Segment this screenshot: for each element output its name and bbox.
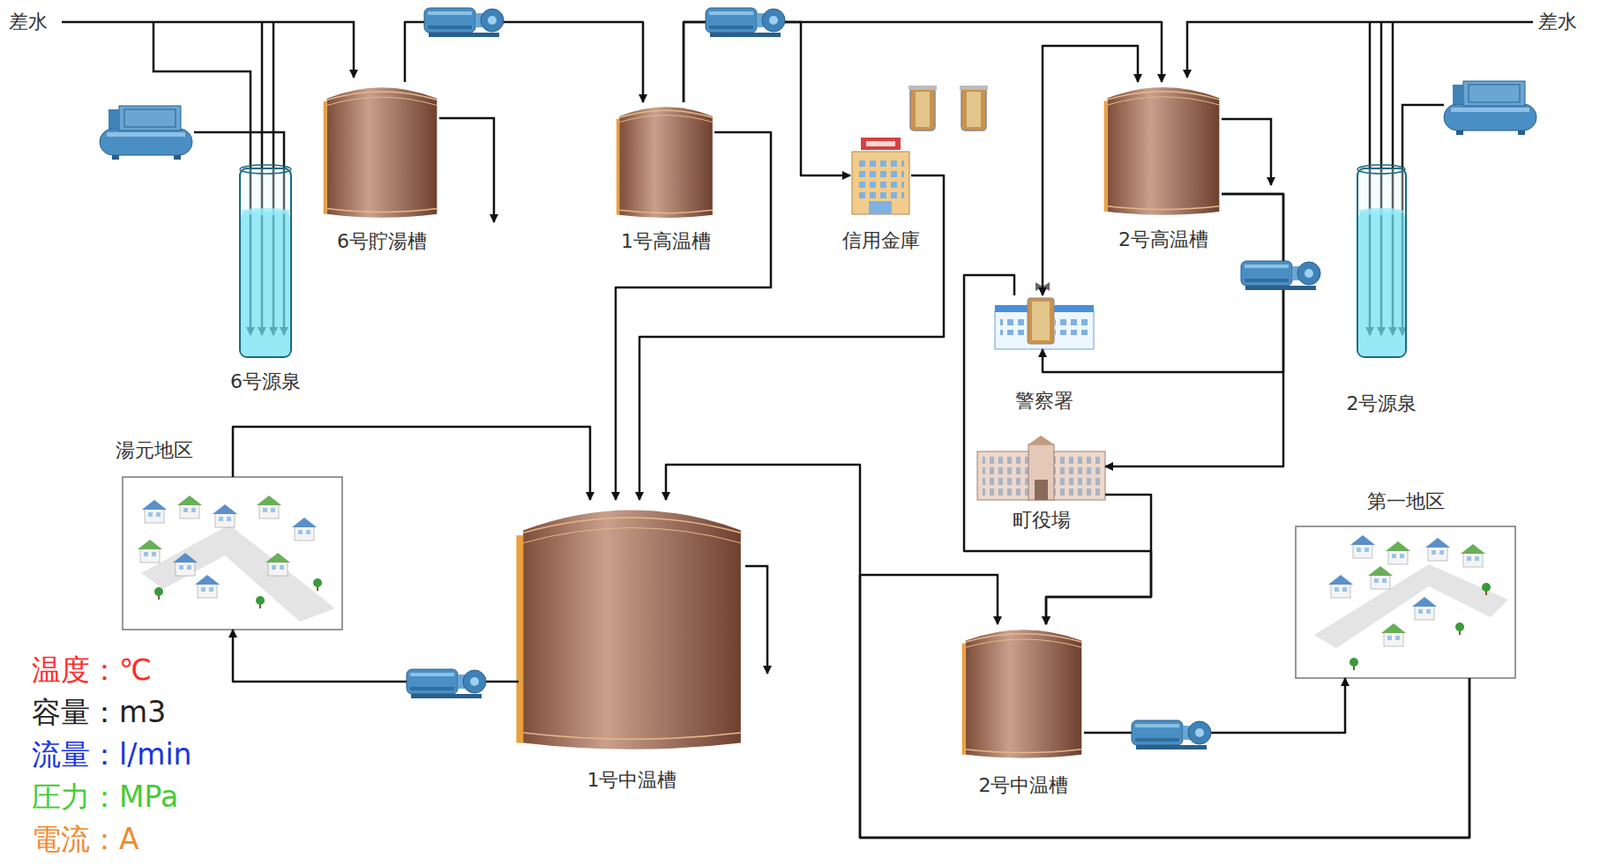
legend-text: 容量：m3 <box>31 695 166 730</box>
facility-label: 町役場 <box>1009 508 1074 532</box>
facility-node: 1号高温槽 <box>617 102 715 220</box>
pipe-connector <box>639 175 944 501</box>
legend-row: 温度：℃ <box>31 649 193 692</box>
facility-label: 6号源泉 <box>227 370 304 394</box>
facility-label: 2号源泉 <box>1344 392 1421 416</box>
unit-legend: 温度：℃ 容量：m3 流量：l/min 圧力：MPa 電流：A <box>31 649 193 861</box>
facility-label: 1号中温槽 <box>584 769 681 793</box>
facility-label: 6号貯湯槽 <box>334 230 430 254</box>
facility-node: 湯元地区 <box>122 477 343 630</box>
legend-text: 電流：A <box>31 822 140 857</box>
facility-node: 町役場 <box>977 438 1106 501</box>
facility-node: 2号源泉 <box>1357 168 1406 358</box>
facility-node: 2号高温槽 <box>1105 82 1222 217</box>
facility-label: 1号高温槽 <box>618 230 714 254</box>
pipe-connector <box>964 275 1152 625</box>
pipe-connector <box>1105 194 1284 467</box>
legend-text: 圧力：MPa <box>31 779 179 815</box>
water-inlet-label: 差水 <box>1536 10 1579 34</box>
facility-node: 警察署 <box>994 295 1094 350</box>
legend-row: 圧力：MPa <box>31 776 193 819</box>
facility-label: 警察署 <box>1012 389 1077 413</box>
legend-color: 電流：A <box>31 822 140 857</box>
legend-color: 圧力：MPa <box>31 779 179 815</box>
legend-color: 容量：m3 <box>31 695 166 730</box>
facility-label: 信用金庫 <box>839 229 923 253</box>
facility-node: 6号源泉 <box>239 168 292 358</box>
pipe-connector <box>1084 678 1346 733</box>
pipe-connector <box>665 464 1470 838</box>
facility-node: 第一地区 <box>1295 526 1516 679</box>
legend-row: 電流：A <box>31 818 193 861</box>
legend-color: 温度：℃ <box>31 652 152 688</box>
pipe-connector <box>683 22 851 176</box>
legend-row: 流量：l/min <box>31 733 193 777</box>
facility-label: 第一地区 <box>1364 490 1448 514</box>
facility-node: 信用金庫 <box>850 137 912 215</box>
pipe-connector <box>1042 45 1138 296</box>
legend-text: 流量：l/min <box>31 737 193 772</box>
pipe-connector <box>232 426 591 501</box>
legend-row: 容量：m3 <box>31 691 193 734</box>
facility-node: 1号中温槽 <box>518 500 746 754</box>
pipe-connector <box>859 575 1470 838</box>
facility-label: 湯元地区 <box>112 439 196 463</box>
legend-text: 温度：℃ <box>31 652 152 688</box>
facility-label: 2号中温槽 <box>976 774 1072 798</box>
water-inlet-label: 差水 <box>7 10 50 34</box>
facility-node: 6号貯湯槽 <box>324 82 440 220</box>
facility-node: 2号中温槽 <box>963 624 1085 761</box>
legend-color: 流量：l/min <box>31 737 193 772</box>
facility-label: 2号高温槽 <box>1115 228 1212 252</box>
